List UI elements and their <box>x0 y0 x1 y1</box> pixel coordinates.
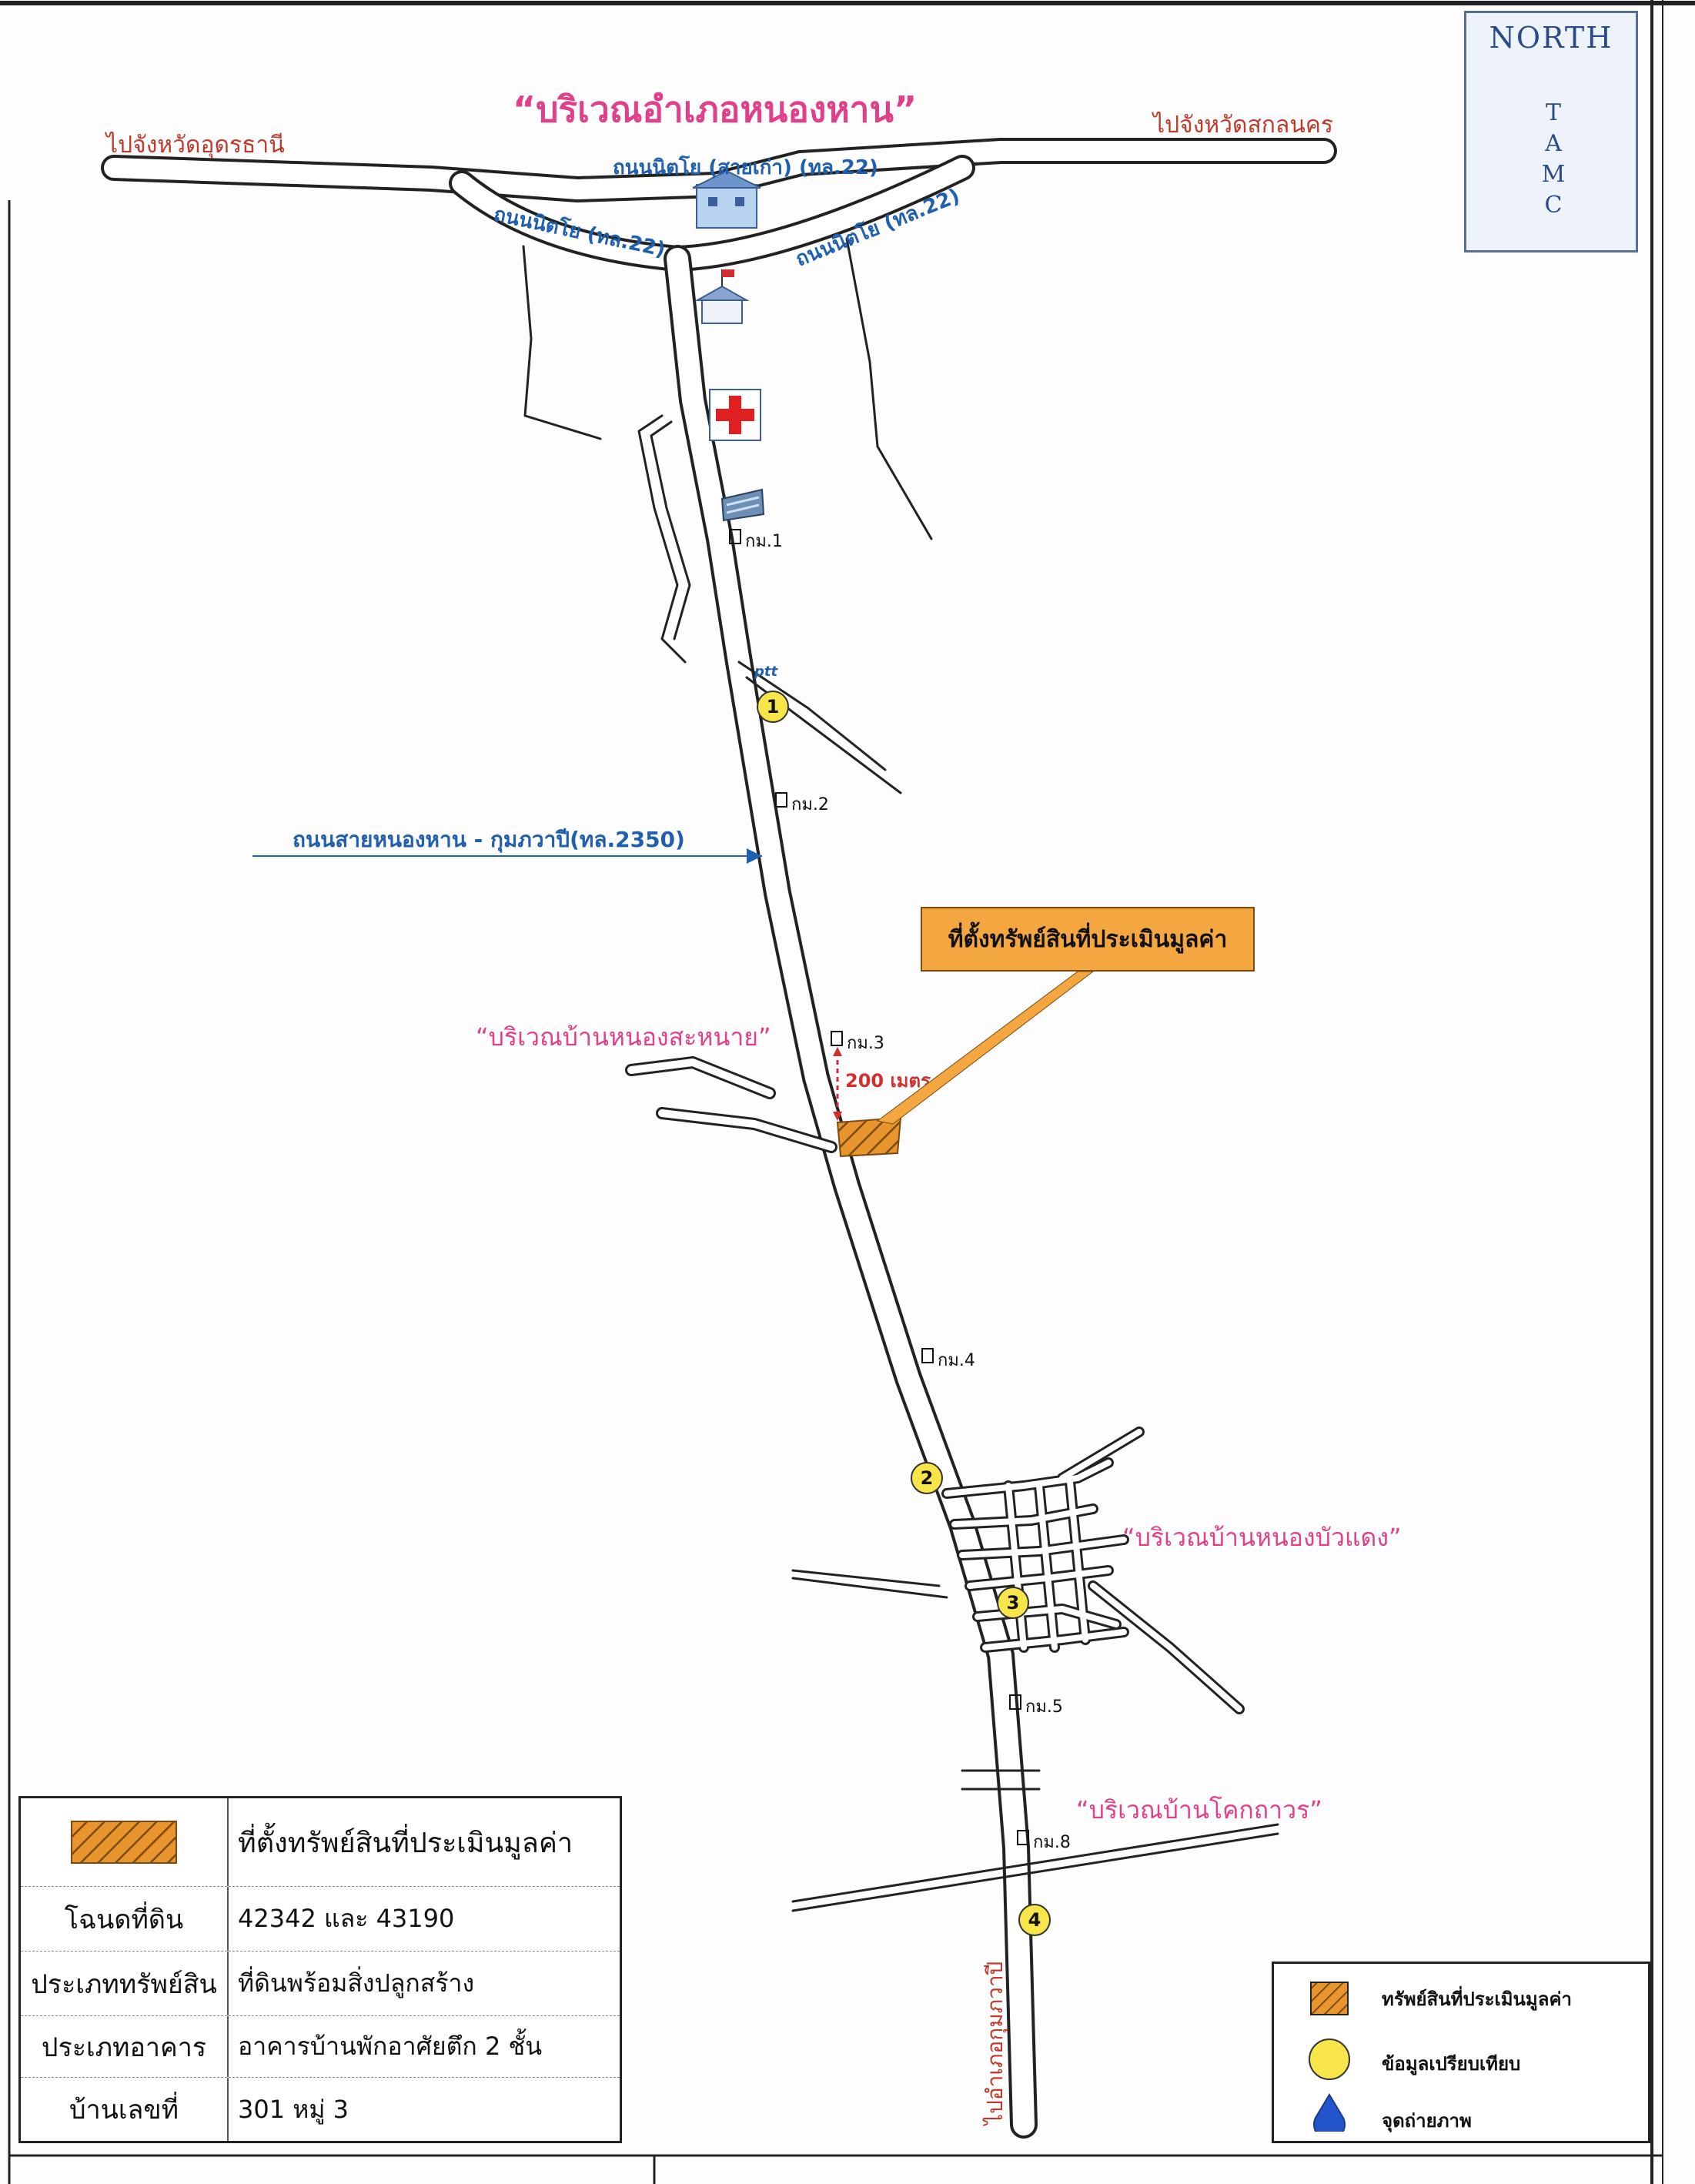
east-direction-label: ไปจังหวัดสกลนคร <box>1152 111 1333 139</box>
road-top-label: ถนนนิตโย (สายเก่า) (ทล.22) <box>613 155 878 179</box>
table-row-label: ประเภทอาคาร <box>21 2016 229 2077</box>
km-marker-1: กม.1 <box>745 532 783 551</box>
km-marker-2: กม.2 <box>791 795 829 814</box>
area-nongbuadaeng-label: “บริเวณบ้านหนองบัวแดง” <box>1122 1523 1402 1552</box>
comparable-markers: 1 2 3 4 <box>757 691 1051 1936</box>
table-header-row: ที่ตั้งทรัพย์สินที่ประเมินมูลค่า <box>21 1798 620 1886</box>
area-khokthawon-label: “บริเวณบ้านโคกถาวร” <box>1076 1795 1322 1824</box>
legend-item-label: ทรัพย์สินที่ประเมินมูลค่า <box>1382 1988 1572 2010</box>
km-marker-icon <box>831 1031 843 1046</box>
legend-item-label: ข้อมูลเปรียบเทียบ <box>1382 2053 1521 2075</box>
km-marker-8: กม.8 <box>1033 1833 1071 1852</box>
west-direction-label: ไปจังหวัดอุดรธานี <box>105 131 285 159</box>
km-marker-icon <box>1009 1694 1021 1710</box>
table-row-value: อาคารบ้านพักอาศัยตึก 2 ชั้น <box>238 2032 543 2061</box>
tamc-letter: C <box>1544 192 1563 219</box>
hatched-square-icon <box>1310 1982 1349 2015</box>
table-header-text: ที่ตั้งทรัพย์สินที่ประเมินมูลค่า <box>238 1827 573 1859</box>
table-hatch-cell <box>21 1798 229 1886</box>
km-marker-5: กม.5 <box>1025 1697 1063 1717</box>
km-marker-icon <box>1017 1830 1029 1845</box>
table-row-label: ประเภททรัพย์สิน <box>21 1952 229 2015</box>
callout-pointer <box>876 971 1095 1125</box>
gas-station-icon: ptt <box>754 664 778 680</box>
comparable-2-label: 2 <box>921 1467 934 1489</box>
table-row-value: 42342 และ 43190 <box>238 1904 455 1933</box>
km-marker-icon <box>729 529 741 544</box>
table-row: โฉนดที่ดิน 42342 และ 43190 <box>21 1886 620 1951</box>
distance-indicator: 200 เมตร <box>833 1047 931 1121</box>
hospital-icon <box>709 389 761 441</box>
comparable-4-label: 4 <box>1028 1909 1041 1931</box>
comparable-3-label: 3 <box>1007 1592 1020 1614</box>
table-row: ประเภททรัพย์สิน ที่ดินพร้อมสิ่งปลูกสร้าง <box>21 1951 620 2015</box>
tamc-letter: M <box>1541 161 1566 188</box>
map-title: “บริเวณอำเภอหนองหาน” <box>513 89 917 130</box>
area-nongsanai-label: “บริเวณบ้านหนองสะหนาย” <box>476 1022 771 1052</box>
comparable-3-icon <box>997 1587 1029 1619</box>
comparable-4-icon <box>1018 1904 1051 1936</box>
roads <box>101 138 1337 2139</box>
km-marker-icon <box>775 792 787 808</box>
tamc-letter: T <box>1545 99 1561 126</box>
road-south-label: ไปอำเภอกุมภวาปี <box>982 1962 1008 2126</box>
property-callout: ที่ตั้งทรัพย์สินที่ประเมินมูลค่า <box>921 907 1255 972</box>
table-row: ประเภทอาคาร อาคารบ้านพักอาศัยตึก 2 ชั้น <box>21 2015 620 2077</box>
property-info-table: ที่ตั้งทรัพย์สินที่ประเมินมูลค่า โฉนดที่… <box>18 1796 622 2143</box>
legend-item-label: จุดถ่ายภาพ <box>1382 2110 1472 2132</box>
km-markers: กม.1 กม.2 กม.3 กม.4 กม.5 กม.8 <box>729 529 1071 1852</box>
tamc-letter: A <box>1545 130 1562 157</box>
road-main-label: ถนนสายหนองหาน - กุมภวาปี(ทล.2350) <box>293 827 685 853</box>
comparable-2-icon <box>911 1462 943 1494</box>
distance-label: 200 เมตร <box>845 1070 931 1092</box>
legend-symbols <box>1309 1982 1350 2132</box>
table-row-label: บ้านเลขที่ <box>21 2078 229 2141</box>
table-row-value: ที่ดินพร้อมสิ่งปลูกสร้าง <box>238 1968 475 1998</box>
map-legend: ทรัพย์สินที่ประเมินมูลค่า ข้อมูลเปรียบเท… <box>1272 1962 1650 2143</box>
km-marker-3: กม.3 <box>847 1034 884 1053</box>
km-marker-icon <box>921 1348 934 1363</box>
comparable-1-icon <box>757 691 789 723</box>
government-building-icon <box>694 269 750 324</box>
tamc-letters: T A M C <box>1536 98 1571 221</box>
km-marker-4: กม.4 <box>938 1351 975 1370</box>
table-row-label: โฉนดที่ดิน <box>21 1887 229 1951</box>
north-label: NORTH <box>1489 21 1613 55</box>
hatched-square-icon <box>71 1821 177 1864</box>
table-row: บ้านเลขที่ 301 หมู่ 3 <box>21 2077 620 2141</box>
blue-drop-icon <box>1313 2093 1346 2132</box>
office-building-icon <box>720 488 765 522</box>
comparable-1-label: 1 <box>767 696 780 717</box>
north-box: NORTH T A M C <box>1464 11 1638 253</box>
yellow-circle-icon <box>1309 2039 1350 2080</box>
table-row-value: 301 หมู่ 3 <box>238 2094 349 2124</box>
district-office-icon <box>692 169 761 229</box>
